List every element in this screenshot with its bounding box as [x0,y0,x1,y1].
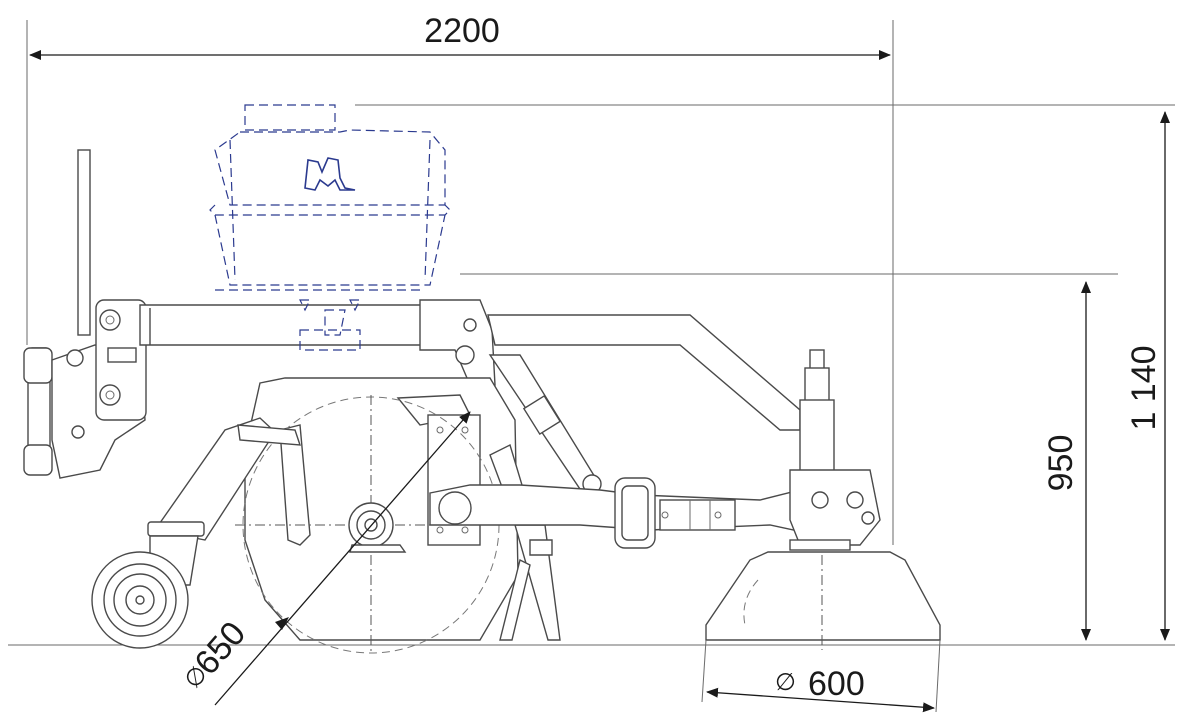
overall-height-label: 1 140 [1125,345,1163,430]
hopper [209,104,451,351]
side-brush-diameter-symbol: ∅ [775,669,796,696]
parking-stand [489,444,561,641]
side-brush-column [789,349,881,546]
mount-height-label: 950 [1042,435,1080,492]
length-dimension-label: 2200 [424,12,500,50]
length-dimension: 2200 [26,12,894,545]
side-brush-arm [429,477,841,549]
lift-cylinder [488,354,602,494]
main-boom [139,299,801,431]
side-brush-diameter-dimension: ∅ 600 [701,639,941,713]
caster-wheel [91,417,301,649]
mount-height-dimension: 950 [460,273,1118,641]
side-brush [705,539,941,650]
overall-height-dimension: 1 140 [355,104,1175,641]
mounting-frame [23,149,147,479]
side-brush-diameter-label: 600 [808,665,865,703]
